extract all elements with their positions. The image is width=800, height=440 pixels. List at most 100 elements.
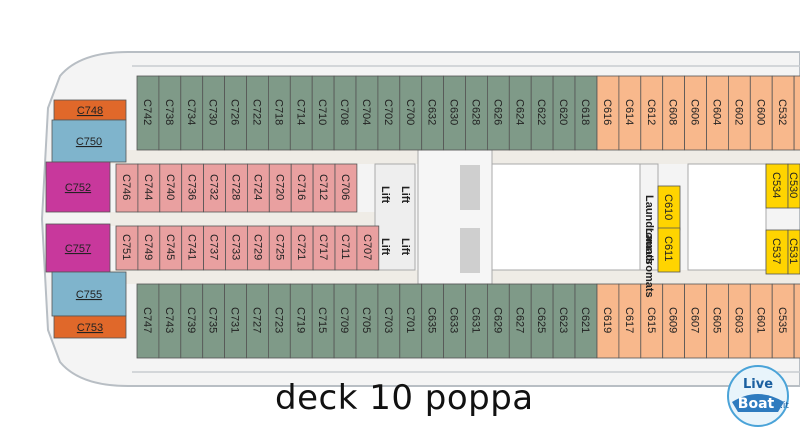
cabin-c631[interactable]: C631 <box>465 283 488 359</box>
cabin-number: C623 <box>557 307 569 333</box>
cabin-c705[interactable]: C705 <box>355 283 379 359</box>
cabin-c735[interactable]: C735 <box>202 283 225 359</box>
cabin-c709[interactable]: C709 <box>333 283 357 359</box>
cabin-c750[interactable]: C750 <box>51 119 127 163</box>
cabin-c736[interactable]: C736 <box>181 163 204 213</box>
cabin-c612[interactable]: C612 <box>640 75 664 151</box>
cabin-c749[interactable]: C749 <box>137 225 161 271</box>
cabin-c727[interactable]: C727 <box>246 283 269 359</box>
cabin-c730[interactable]: C730 <box>202 75 225 151</box>
cabin-c702[interactable]: C702 <box>377 75 401 151</box>
cabin-c602[interactable]: C602 <box>728 75 751 151</box>
cabin-c744[interactable]: C744 <box>137 163 161 213</box>
cabin-c711[interactable]: C711 <box>334 225 358 271</box>
cabin-c626[interactable]: C626 <box>486 75 510 151</box>
cabin-c716[interactable]: C716 <box>290 163 314 213</box>
cabin-c703[interactable]: C703 <box>377 283 401 359</box>
cabin-c606[interactable]: C606 <box>684 75 707 151</box>
cabin-c757[interactable]: C757 <box>45 223 111 273</box>
cabin-c724[interactable]: C724 <box>246 163 270 213</box>
cabin-c747[interactable]: C747 <box>136 283 160 359</box>
cabin-c609[interactable]: C609 <box>662 283 686 359</box>
cabin-c739[interactable]: C739 <box>180 283 204 359</box>
cabin-c726[interactable]: C726 <box>224 75 247 151</box>
cabin-c531[interactable]: C531 <box>787 229 800 275</box>
cabin-c604[interactable]: C604 <box>706 75 729 151</box>
cabin-c621[interactable]: C621 <box>574 283 598 359</box>
cabin-c620[interactable]: C620 <box>552 75 576 151</box>
cabin-c742[interactable]: C742 <box>136 75 160 151</box>
cabin-c600[interactable]: C600 <box>749 75 773 151</box>
cabin-c729[interactable]: C729 <box>246 225 270 271</box>
cabin-c719[interactable]: C719 <box>289 283 313 359</box>
cabin-c732[interactable]: C732 <box>203 163 226 213</box>
cabin-c619[interactable]: C619 <box>596 283 620 359</box>
cabin-c741[interactable]: C741 <box>181 225 204 271</box>
cabin-c610[interactable]: C610 <box>657 185 681 231</box>
cabin-c623[interactable]: C623 <box>552 283 576 359</box>
cabin-c632[interactable]: C632 <box>421 75 445 151</box>
cabin-c607[interactable]: C607 <box>684 283 707 359</box>
cabin-number: C603 <box>732 307 744 333</box>
cabin-c734[interactable]: C734 <box>180 75 204 151</box>
cabin-c706[interactable]: C706 <box>334 163 358 213</box>
cabin-c605[interactable]: C605 <box>706 283 729 359</box>
cabin-c745[interactable]: C745 <box>159 225 183 271</box>
cabin-c629[interactable]: C629 <box>486 283 510 359</box>
cabin-c712[interactable]: C712 <box>312 163 336 213</box>
cabin-number: C716 <box>295 174 307 200</box>
cabin-c738[interactable]: C738 <box>158 75 182 151</box>
cabin-c628[interactable]: C628 <box>465 75 488 151</box>
cabin-c617[interactable]: C617 <box>618 283 642 359</box>
cabin-c532[interactable]: C532 <box>771 75 795 151</box>
cabin-c625[interactable]: C625 <box>530 283 554 359</box>
cabin-c751[interactable]: C751 <box>115 225 139 271</box>
cabin-c701[interactable]: C701 <box>399 283 423 359</box>
cabin-c633[interactable]: C633 <box>443 283 466 359</box>
cabin-c611[interactable]: C611 <box>657 227 681 273</box>
cabin-c537[interactable]: C537 <box>765 229 789 275</box>
cabin-c615[interactable]: C615 <box>640 283 664 359</box>
cabin-c608[interactable]: C608 <box>662 75 686 151</box>
cabin-c627[interactable]: C627 <box>508 283 532 359</box>
cabin-c752[interactable]: C752 <box>45 161 111 213</box>
cabin-c746[interactable]: C746 <box>115 163 139 213</box>
cabin-c635[interactable]: C635 <box>421 283 445 359</box>
cabin-c720[interactable]: C720 <box>268 163 292 213</box>
cabin-c534[interactable]: C534 <box>765 163 789 209</box>
cabin-c708[interactable]: C708 <box>333 75 357 151</box>
cabin-c714[interactable]: C714 <box>289 75 313 151</box>
cabin-c614[interactable]: C614 <box>618 75 642 151</box>
cabin-c737[interactable]: C737 <box>203 225 226 271</box>
cabin-c624[interactable]: C624 <box>508 75 532 151</box>
cabin-c533[interactable]: C533 <box>793 283 800 359</box>
cabin-c731[interactable]: C731 <box>224 283 247 359</box>
cabin-c530[interactable]: C530 <box>793 75 800 151</box>
cabin-c733[interactable]: C733 <box>225 225 248 271</box>
cabin-c535[interactable]: C535 <box>771 283 795 359</box>
cabin-c721[interactable]: C721 <box>290 225 314 271</box>
cabin-c723[interactable]: C723 <box>267 283 291 359</box>
cabin-c728[interactable]: C728 <box>225 163 248 213</box>
cabin-c718[interactable]: C718 <box>267 75 291 151</box>
cabin-c748[interactable]: C748 <box>53 99 127 121</box>
cabin-c704[interactable]: C704 <box>355 75 379 151</box>
cabin-c722[interactable]: C722 <box>246 75 269 151</box>
cabin-c740[interactable]: C740 <box>159 163 183 213</box>
cabin-c601[interactable]: C601 <box>749 283 773 359</box>
cabin-c717[interactable]: C717 <box>312 225 336 271</box>
cabin-c725[interactable]: C725 <box>268 225 292 271</box>
cabin-c622[interactable]: C622 <box>530 75 554 151</box>
cabin-c700[interactable]: C700 <box>399 75 423 151</box>
cabin-c743[interactable]: C743 <box>158 283 182 359</box>
cabin-c630[interactable]: C630 <box>443 75 466 151</box>
cabin-c616[interactable]: C616 <box>596 75 620 151</box>
cabin-c753[interactable]: C753 <box>53 315 127 339</box>
cabin-c710[interactable]: C710 <box>311 75 335 151</box>
cabin-c603[interactable]: C603 <box>728 283 751 359</box>
cabin-c618[interactable]: C618 <box>574 75 598 151</box>
cabin-c707[interactable]: C707 <box>356 225 380 271</box>
cabin-c530[interactable]: C530 <box>787 163 800 209</box>
cabin-c755[interactable]: C755 <box>51 271 127 317</box>
cabin-c715[interactable]: C715 <box>311 283 335 359</box>
